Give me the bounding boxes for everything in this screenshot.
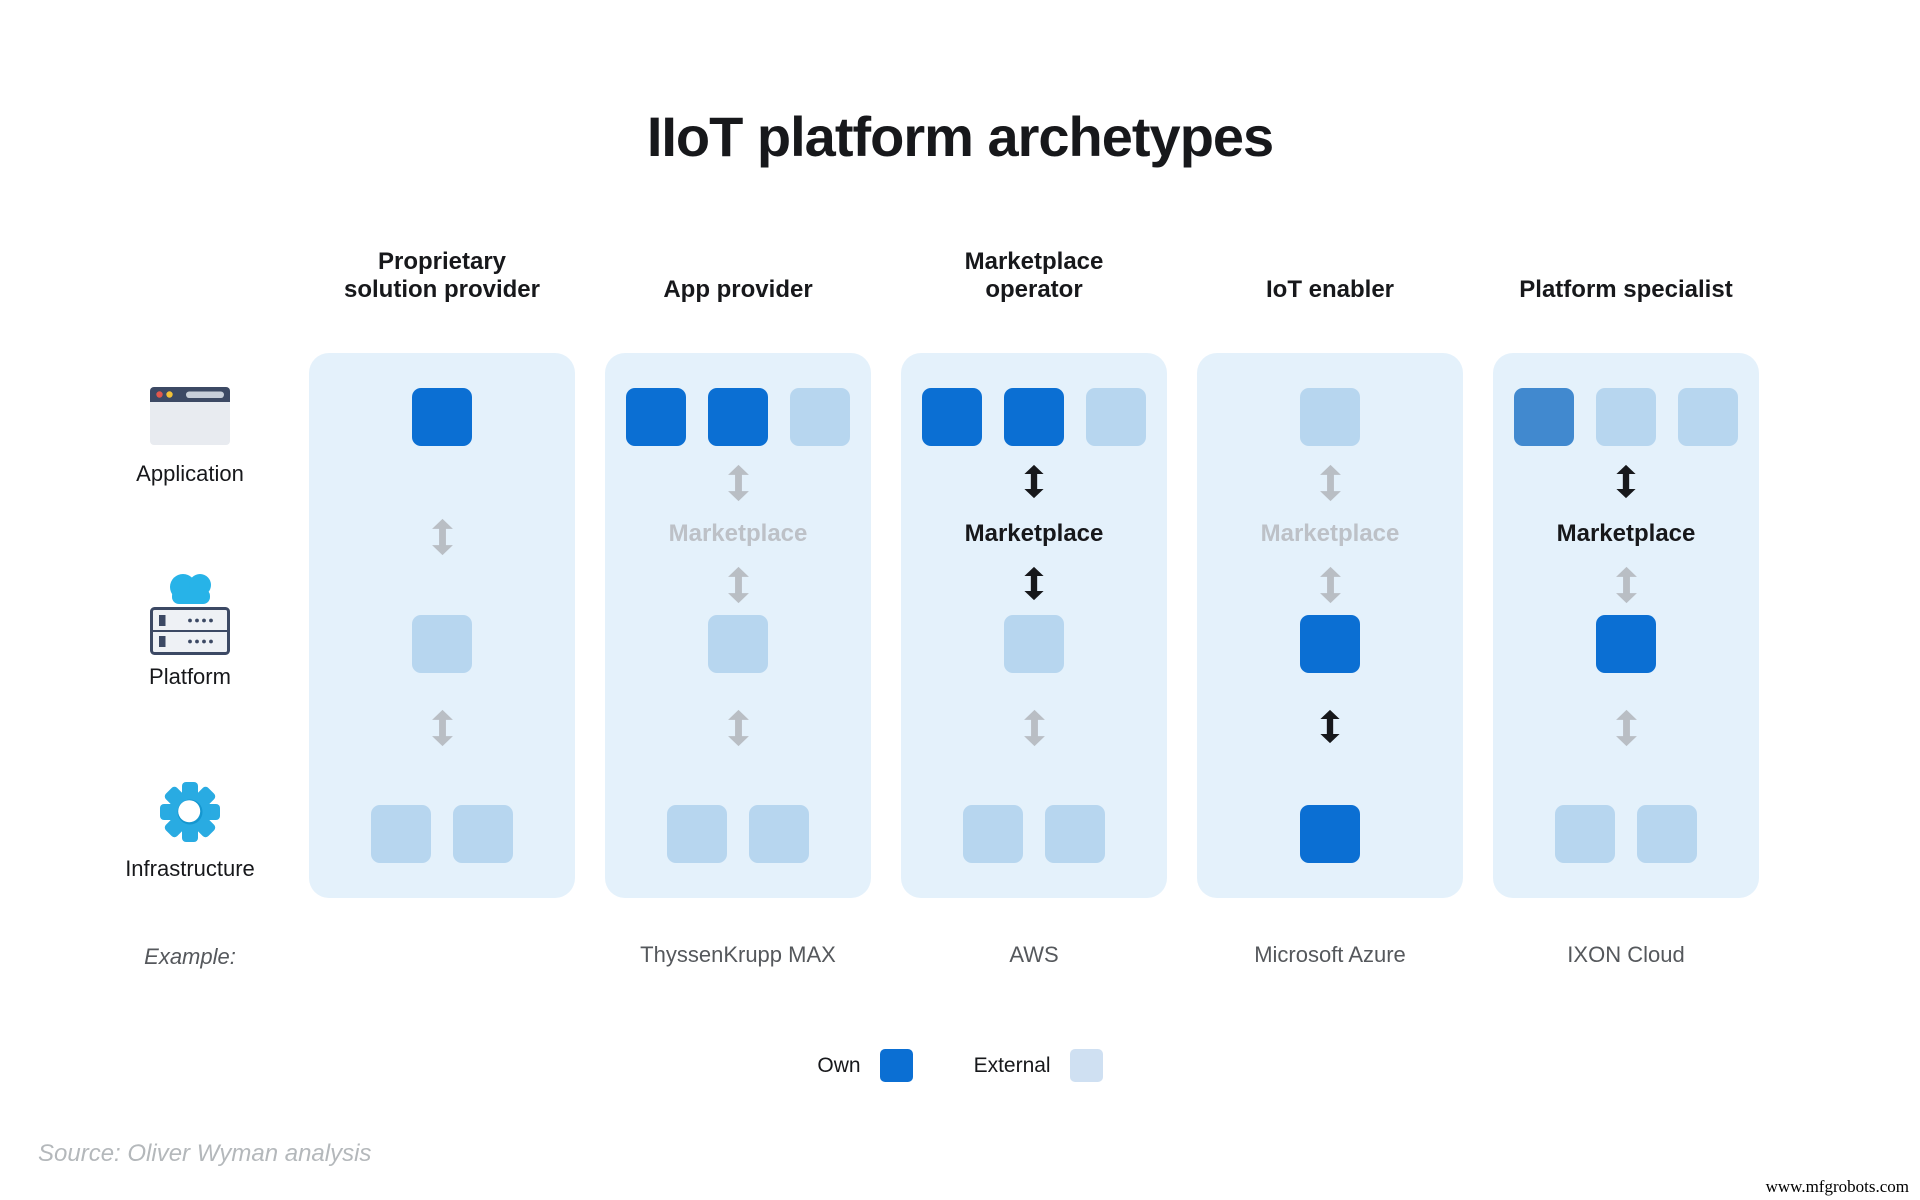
updown-arrow-gray — [901, 709, 1167, 747]
infrastructure-square-external — [1045, 805, 1105, 863]
application-row — [309, 388, 575, 446]
infrastructure-square-own — [1300, 805, 1360, 863]
updown-arrow-black — [1197, 709, 1463, 744]
cloud-server-icon — [95, 568, 285, 655]
application-row — [901, 388, 1167, 446]
infrastructure-row — [1493, 805, 1759, 863]
column-example: IXON Cloud — [1567, 942, 1685, 967]
legend-external-swatch — [1069, 1049, 1103, 1082]
updown-arrow-gray — [309, 518, 575, 556]
application-square-own — [626, 388, 686, 446]
application-square-external — [1596, 388, 1656, 446]
legend-own-swatch — [879, 1049, 913, 1082]
infrastructure-row — [309, 805, 575, 863]
infrastructure-label: Infrastructure — [125, 856, 255, 881]
infrastructure-square-external — [749, 805, 809, 863]
application-row — [1493, 388, 1759, 446]
application-label: Application — [136, 461, 244, 486]
application-square-external — [790, 388, 850, 446]
infrastructure-square-external — [963, 805, 1023, 863]
updown-arrow-black — [901, 464, 1167, 499]
updown-arrow-gray — [1197, 566, 1463, 604]
column-header: Platform specialist — [1519, 276, 1733, 303]
row-label-application: Application — [95, 387, 285, 487]
column-example: Microsoft Azure — [1254, 942, 1406, 967]
updown-arrow-black — [901, 566, 1167, 601]
column-panel: Marketplace — [1493, 353, 1759, 898]
column-example: AWS — [1009, 942, 1059, 967]
infrastructure-row — [605, 805, 871, 863]
website-watermark: www.mfgrobots.com — [1765, 1177, 1909, 1196]
legend: Own External — [0, 1049, 1920, 1082]
platform-row — [309, 615, 575, 673]
application-row — [1197, 388, 1463, 446]
column-panel — [309, 353, 575, 898]
column-panel: Marketplace — [901, 353, 1167, 898]
legend-external-label: External — [973, 1053, 1051, 1077]
updown-arrow-gray — [605, 566, 871, 604]
application-square-partial — [1514, 388, 1574, 446]
platform-square-external — [708, 615, 768, 673]
application-square-own — [1004, 388, 1064, 446]
column-panel: Marketplace — [605, 353, 871, 898]
gear-icon — [95, 779, 285, 845]
page-title: IIoT platform archetypes — [646, 104, 1274, 168]
updown-arrow-black — [1493, 464, 1759, 499]
row-label-platform: Platform — [95, 568, 285, 690]
marketplace-label: Marketplace — [1260, 520, 1400, 547]
updown-arrow-gray — [1493, 709, 1759, 747]
column-header: IoT enabler — [1265, 276, 1395, 303]
infrastructure-row — [1197, 805, 1463, 863]
platform-row — [1493, 615, 1759, 673]
example-caption: Example: — [144, 944, 236, 969]
platform-label: Platform — [149, 664, 231, 689]
infrastructure-row — [901, 805, 1167, 863]
marketplace-label: Marketplace — [1556, 520, 1696, 547]
platform-row — [605, 615, 871, 673]
application-square-own — [412, 388, 472, 446]
infrastructure-square-external — [667, 805, 727, 863]
application-square-external — [1678, 388, 1738, 446]
infrastructure-square-external — [1555, 805, 1615, 863]
updown-arrow-gray — [1197, 464, 1463, 502]
platform-square-external — [412, 615, 472, 673]
infrastructure-square-external — [1637, 805, 1697, 863]
infrastructure-square-external — [371, 805, 431, 863]
column-example — [309, 942, 575, 970]
column-panel: Marketplace — [1197, 353, 1463, 898]
legend-own-label: Own — [817, 1053, 861, 1077]
application-square-own — [708, 388, 768, 446]
infrastructure-square-external — [453, 805, 513, 863]
application-square-external — [1300, 388, 1360, 446]
marketplace-label: Marketplace — [964, 520, 1104, 547]
application-row — [605, 388, 871, 446]
browser-window-icon — [150, 387, 230, 449]
application-square-external — [1086, 388, 1146, 446]
platform-square-external — [1004, 615, 1064, 673]
marketplace-label: Marketplace — [668, 520, 808, 547]
updown-arrow-gray — [309, 709, 575, 747]
updown-arrow-gray — [605, 464, 871, 502]
updown-arrow-gray — [1493, 566, 1759, 604]
row-label-infrastructure: Infrastructure — [95, 779, 285, 882]
platform-square-own — [1596, 615, 1656, 673]
updown-arrow-gray — [605, 709, 871, 747]
platform-row — [901, 615, 1167, 673]
application-square-own — [922, 388, 982, 446]
source-note: Source: Oliver Wyman analysis — [38, 1140, 372, 1167]
column-example: ThyssenKrupp MAX — [640, 942, 836, 967]
platform-square-own — [1300, 615, 1360, 673]
column-header: App provider — [663, 276, 813, 303]
platform-row — [1197, 615, 1463, 673]
